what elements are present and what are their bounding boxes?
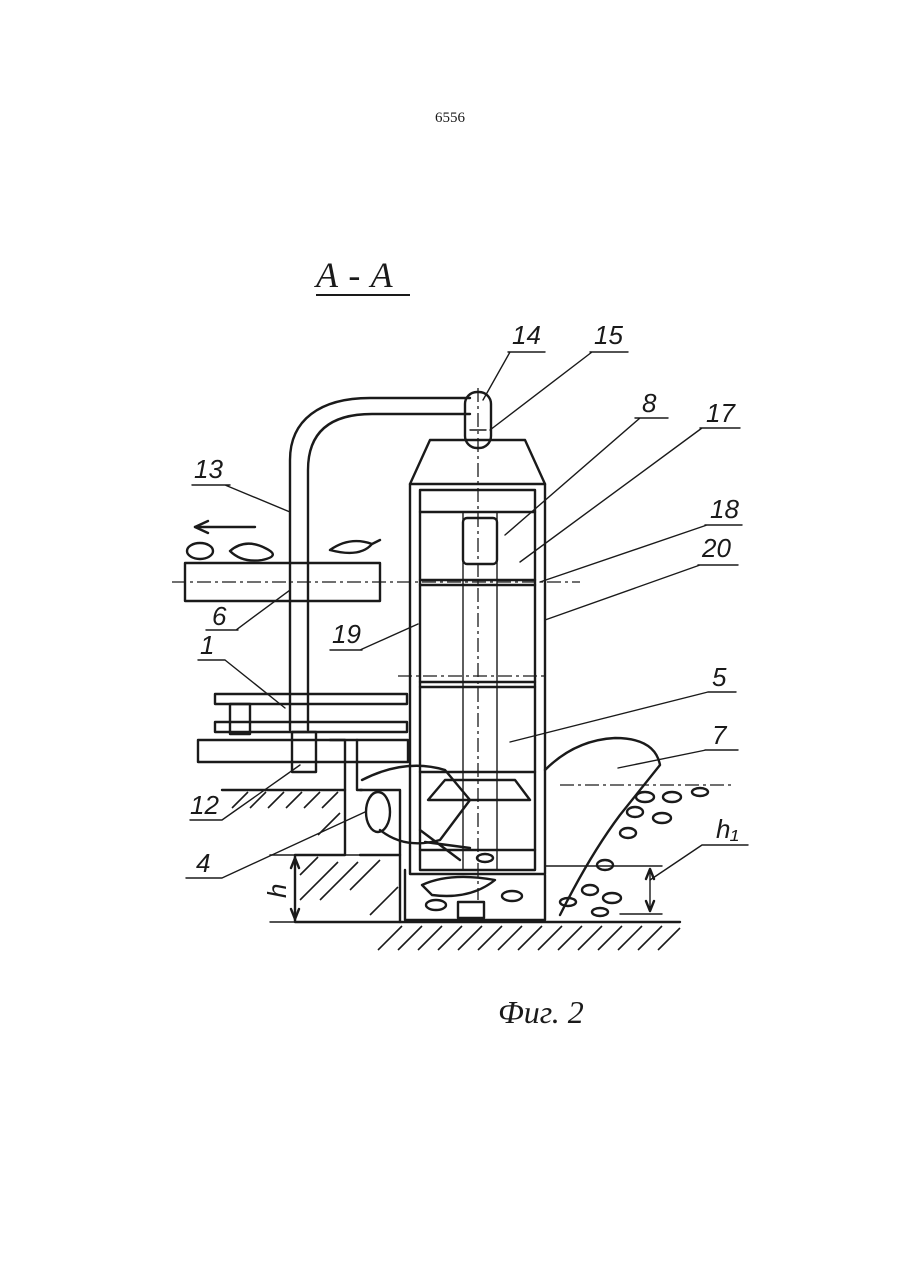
shaft-6 — [172, 563, 580, 601]
callout-13: 13 — [194, 454, 223, 484]
callout-7: 7 — [712, 720, 728, 750]
callout-20: 20 — [701, 533, 731, 563]
callout-6: 6 — [212, 601, 227, 631]
callout-18: 18 — [710, 494, 739, 524]
callout-1: 1 — [200, 630, 214, 660]
dimension-h1 — [545, 866, 662, 914]
root-crops — [187, 521, 380, 561]
callout-h1: h₁ — [716, 814, 739, 844]
figure-caption: Фиг. 2 — [498, 994, 584, 1031]
callout-14: 14 — [512, 320, 541, 350]
frame-1 — [198, 676, 545, 762]
callout-5: 5 — [712, 662, 727, 692]
tank-bottom — [405, 854, 545, 920]
callout-4: 4 — [196, 848, 210, 878]
callout-8: 8 — [642, 388, 657, 418]
chute-7 — [545, 738, 735, 916]
callout-12: 12 — [190, 790, 219, 820]
callout-17: 17 — [706, 398, 736, 428]
callout-19: 19 — [332, 619, 361, 649]
callout-15: 15 — [594, 320, 623, 350]
drum-5 — [410, 388, 545, 900]
callout-h: h — [262, 884, 292, 898]
